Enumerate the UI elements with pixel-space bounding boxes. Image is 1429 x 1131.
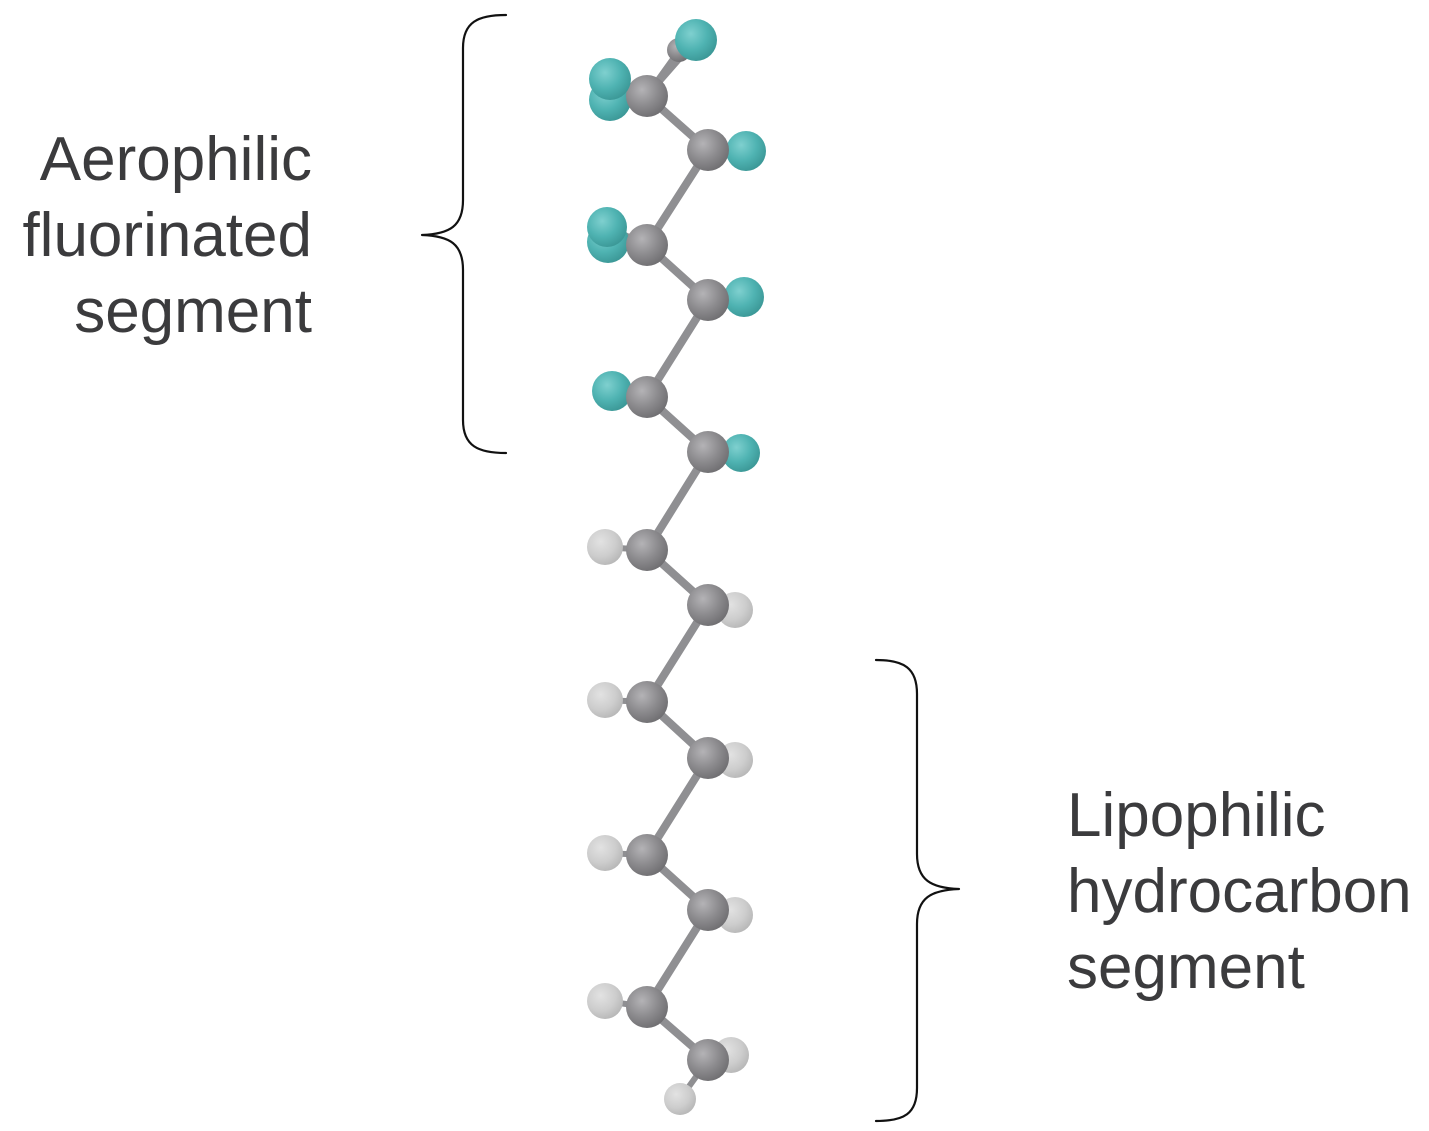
fluorinated-segment-brace: [420, 13, 508, 455]
carbon-atom-fluorinated: [626, 376, 668, 418]
carbon-atom: [626, 529, 668, 571]
hydrocarbon-segment-label: Lipophilic hydrocarbon segment: [1067, 781, 1412, 1002]
bonds-group: [602, 37, 749, 1102]
hydrogen-atom: [587, 682, 623, 718]
fluorine-atom: [589, 58, 631, 100]
carbon-atom-fluorinated: [626, 224, 668, 266]
carbon-atom-fluorinated: [687, 279, 729, 321]
hydrocarbon-segment-brace: [874, 658, 961, 1123]
hydrogen-atom: [587, 983, 623, 1019]
carbon-atom-fluorinated: [687, 431, 729, 473]
carbon-atom: [687, 1039, 729, 1081]
carbon-atom: [626, 681, 668, 723]
carbon-atom: [687, 584, 729, 626]
carbon-atom: [687, 889, 729, 931]
fluorinated-label-line-2: fluorinated: [22, 201, 312, 270]
fluorine-atom: [726, 131, 766, 171]
carbon-atom-fluorinated: [626, 75, 668, 117]
substituent-atoms-front: [587, 19, 717, 1115]
hydrogen-atom: [587, 529, 623, 565]
fluorine-atom: [724, 277, 764, 317]
hydrogen-atom: [587, 835, 623, 871]
hydrocarbon-label-line-2: hydrocarbon: [1067, 857, 1412, 926]
substituent-atoms-back: [587, 79, 766, 1073]
hydrocarbon-label-line-3: segment: [1067, 933, 1305, 1002]
hydrocarbon-label-line-1: Lipophilic: [1067, 781, 1326, 850]
carbon-atom-fluorinated: [687, 129, 729, 171]
carbon-atom: [626, 986, 668, 1028]
fluorine-atom: [587, 207, 627, 247]
carbon-atom: [687, 737, 729, 779]
fluorinated-label-line-1: Aerophilic: [40, 125, 312, 194]
fluorinated-segment-label: Aerophilic fluorinated segment: [22, 125, 312, 346]
fluorine-atom: [722, 434, 760, 472]
fluorine-atom: [592, 371, 632, 411]
carbon-atom: [626, 834, 668, 876]
fluorinated-label-line-3: segment: [74, 277, 312, 346]
hydrogen-atom: [664, 1083, 696, 1115]
carbon-backbone: [626, 38, 729, 1081]
fluorine-atom: [675, 19, 717, 61]
